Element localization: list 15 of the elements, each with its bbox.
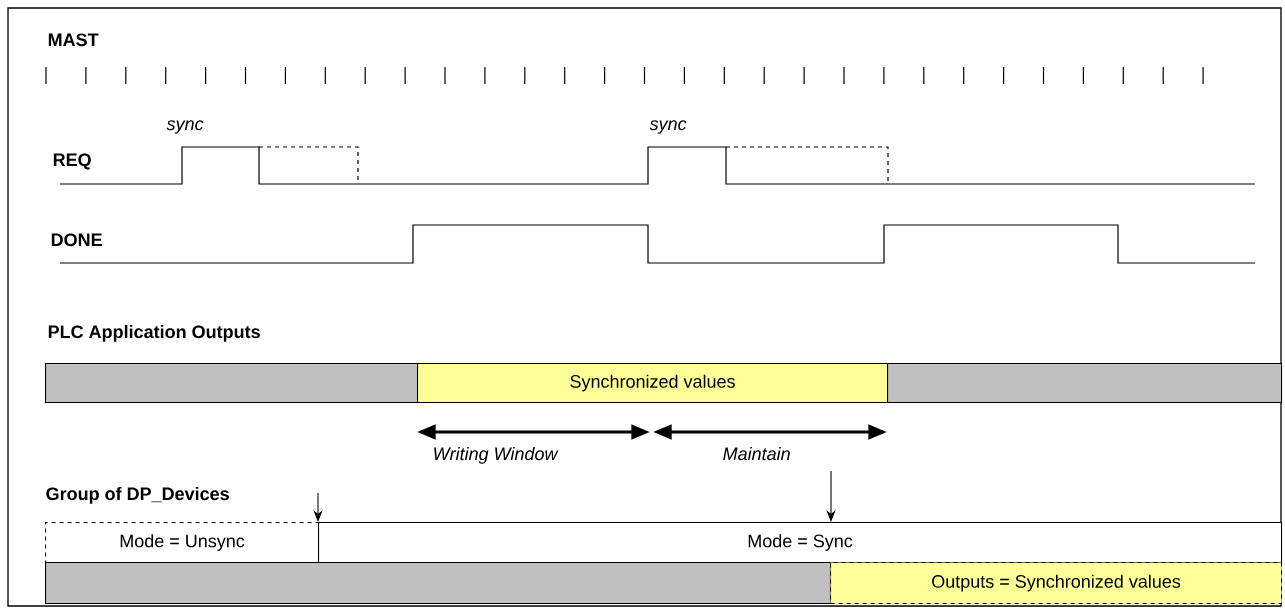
pulse-label: sync <box>166 120 204 134</box>
value-bar <box>887 363 1283 404</box>
signal-name: MAST <box>48 33 99 47</box>
pulse-label: sync <box>649 120 687 134</box>
value-bar <box>45 562 832 605</box>
section-title: PLC Application Outputs <box>48 324 260 342</box>
value-bar: Mode = Unsync <box>45 522 320 564</box>
duration-label: Writing Window <box>434 446 559 464</box>
duration-label: Maintain <box>723 446 790 461</box>
value-bar: Outputs = Synchronized values <box>830 562 1283 605</box>
value-bar <box>45 363 419 404</box>
signal-name: REQ <box>53 153 91 170</box>
value-bar: Synchronized values <box>417 363 889 404</box>
signal-name: DONE <box>51 233 102 247</box>
section-title: Group of DP_Devices <box>46 486 229 504</box>
